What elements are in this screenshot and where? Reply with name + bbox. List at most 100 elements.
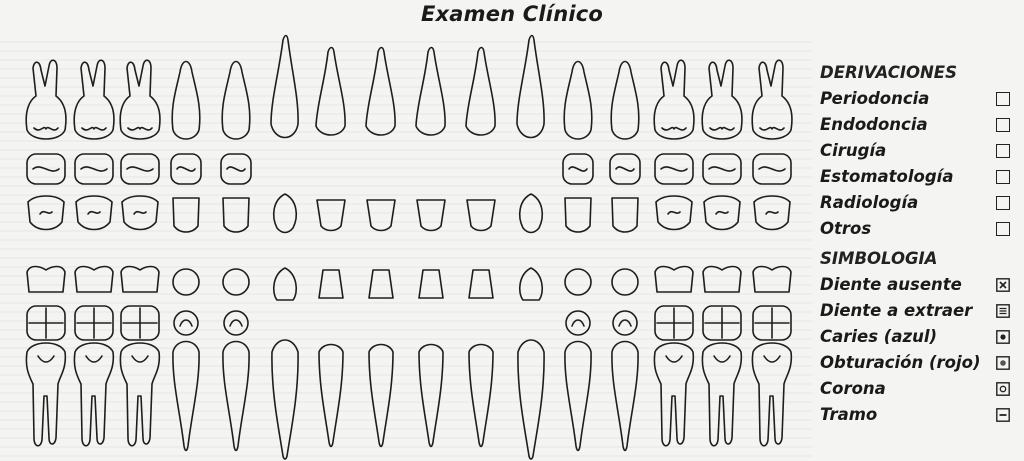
lines-box-icon xyxy=(996,304,1010,318)
lower-tooth-front xyxy=(75,267,113,293)
lower-tooth-occlusal xyxy=(655,306,693,340)
lower-tooth-side xyxy=(26,343,65,446)
lower-tooth-side xyxy=(654,343,693,446)
upper-tooth-front xyxy=(467,200,495,231)
lower-tooth-occlusal xyxy=(613,311,637,335)
upper-tooth-occlusal xyxy=(563,154,593,184)
lower-tooth-side xyxy=(612,342,638,451)
simbologia-label: Corona xyxy=(820,379,886,398)
upper-tooth-occlusal xyxy=(171,154,201,184)
derivacion-label: Cirugía xyxy=(820,141,886,160)
lower-tooth-front xyxy=(703,267,741,293)
lower-tooth-side xyxy=(272,340,298,459)
derivacion-checkbox[interactable] xyxy=(996,92,1010,106)
lower-tooth-front xyxy=(753,267,791,293)
upper-tooth-side xyxy=(172,62,200,140)
simbologia-label: Caries (azul) xyxy=(820,327,937,346)
derivacion-label: Radiología xyxy=(820,193,918,212)
derivacion-endodoncia: Endodoncia xyxy=(820,112,1024,138)
lower-tooth-side xyxy=(369,345,393,447)
lower-tooth-occlusal xyxy=(75,306,113,340)
filled-dot-box-icon xyxy=(996,356,1010,370)
lower-tooth-side xyxy=(173,342,199,451)
upper-tooth-side xyxy=(466,48,495,136)
lower-tooth-front xyxy=(173,269,199,295)
upper-tooth-front xyxy=(565,198,591,232)
upper-tooth-occlusal xyxy=(655,154,693,184)
upper-tooth-side xyxy=(74,60,114,139)
upper-tooth-side xyxy=(702,60,742,139)
simbologia-label: Tramo xyxy=(820,405,877,424)
derivacion-radiologia: Radiología xyxy=(820,190,1024,216)
derivacion-checkbox[interactable] xyxy=(996,196,1010,210)
lower-tooth-front xyxy=(121,267,159,293)
derivacion-label: Estomatología xyxy=(820,167,953,186)
upper-tooth-occlusal xyxy=(753,154,791,184)
lower-tooth-front xyxy=(223,269,249,295)
simbologia-label: Diente ausente xyxy=(820,275,962,294)
upper-tooth-side xyxy=(654,60,694,139)
lower-tooth-occlusal xyxy=(703,306,741,340)
upper-tooth-side xyxy=(316,48,345,136)
simbologia-caries: Caries (azul) xyxy=(820,324,1024,350)
lower-tooth-side xyxy=(752,343,791,446)
lower-tooth-side xyxy=(319,345,343,447)
page-title: Examen Clínico xyxy=(0,2,1024,26)
upper-tooth-side xyxy=(26,60,66,139)
simbologia-label: Obturación (rojo) xyxy=(820,353,981,372)
upper-tooth-side xyxy=(120,60,160,139)
lower-tooth-side xyxy=(419,345,443,447)
upper-tooth-side xyxy=(416,48,445,136)
upper-tooth-side xyxy=(564,62,592,140)
derivacion-label: Endodoncia xyxy=(820,115,928,134)
lower-tooth-occlusal xyxy=(224,311,248,335)
upper-tooth-occlusal xyxy=(610,154,640,184)
simbologia-diente-extraer: Diente a extraer xyxy=(820,298,1024,324)
lower-tooth-side xyxy=(223,342,249,451)
upper-tooth-front xyxy=(417,200,445,231)
derivacion-label: Otros xyxy=(820,219,871,238)
derivacion-checkbox[interactable] xyxy=(996,144,1010,158)
upper-tooth-occlusal xyxy=(703,154,741,184)
derivacion-cirugia: Cirugía xyxy=(820,138,1024,164)
lower-tooth-side xyxy=(469,345,493,447)
lower-tooth-front xyxy=(612,269,638,295)
upper-tooth-side xyxy=(611,62,639,140)
upper-tooth-front xyxy=(317,200,345,231)
upper-tooth-front xyxy=(367,200,395,231)
derivacion-label: Periodoncia xyxy=(820,89,929,108)
dash-box-icon xyxy=(996,408,1010,422)
derivacion-otros: Otros xyxy=(820,216,1024,242)
derivacion-estomatologia: Estomatología xyxy=(820,164,1024,190)
lower-tooth-front xyxy=(274,268,297,300)
lower-tooth-side xyxy=(120,343,159,446)
upper-tooth-front xyxy=(612,198,638,232)
derivacion-checkbox[interactable] xyxy=(996,118,1010,132)
derivacion-checkbox[interactable] xyxy=(996,170,1010,184)
derivacion-periodoncia: Periodoncia xyxy=(820,86,1024,112)
lower-tooth-occlusal xyxy=(27,306,65,340)
derivacion-checkbox[interactable] xyxy=(996,222,1010,236)
lower-tooth-side xyxy=(74,343,113,446)
lower-tooth-front xyxy=(520,268,543,300)
upper-tooth-side xyxy=(366,48,395,136)
lower-tooth-side xyxy=(565,342,591,451)
dot-box-icon xyxy=(996,330,1010,344)
upper-tooth-occlusal xyxy=(221,154,251,184)
upper-tooth-occlusal xyxy=(75,154,113,184)
simbologia-obturacion: Obturación (rojo) xyxy=(820,350,1024,376)
upper-tooth-side xyxy=(222,62,250,140)
lower-tooth-front xyxy=(565,269,591,295)
sidebar-legend: DERIVACIONES Periodoncia Endodoncia Ciru… xyxy=(820,60,1024,428)
odontogram-chart[interactable] xyxy=(0,30,812,461)
lower-tooth-occlusal xyxy=(174,311,198,335)
upper-tooth-front xyxy=(223,198,249,232)
simbologia-corona: Corona xyxy=(820,376,1024,402)
lower-tooth-side xyxy=(702,343,741,446)
circle-box-icon xyxy=(996,382,1010,396)
simbologia-label: Diente a extraer xyxy=(820,301,972,320)
simbologia-tramo: Tramo xyxy=(820,402,1024,428)
lower-tooth-side xyxy=(518,340,544,459)
lower-tooth-occlusal xyxy=(566,311,590,335)
simbologia-header: SIMBOLOGIA xyxy=(820,246,1024,272)
